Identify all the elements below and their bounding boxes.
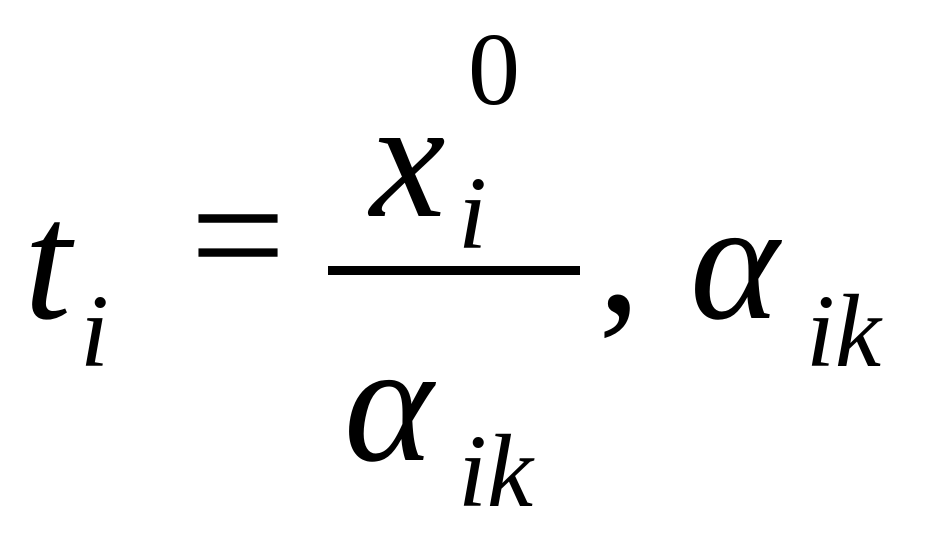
numerator-superscript: 0	[468, 12, 520, 127]
equals-sign: =	[190, 141, 286, 329]
denominator-subscript: ik	[458, 414, 534, 529]
trailing-subscript: ik	[806, 274, 882, 389]
separator-comma: ,	[598, 161, 641, 349]
numerator-base: x	[370, 65, 446, 253]
fraction-bar	[328, 266, 580, 275]
trailing-base: α	[690, 167, 780, 355]
denominator-base: α	[344, 309, 434, 497]
lhs-base: t	[24, 167, 72, 355]
lhs-subscript: i	[80, 274, 109, 389]
numerator-subscript: i	[458, 156, 487, 271]
